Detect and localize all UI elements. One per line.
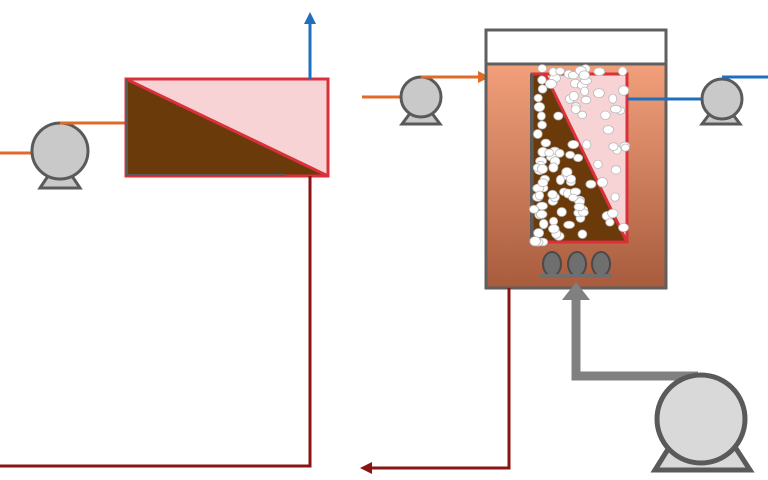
blower-casing [654,372,748,466]
feed-pump-left[interactable] [30,121,90,190]
air-bubble [568,193,578,202]
air-bubble [580,95,592,105]
air-bubble [537,111,546,121]
submerged-membrane-left-edge [530,74,533,242]
feed-pump-right[interactable] [399,75,443,126]
air-diffuser-icon [591,251,611,277]
flow-arrow-icon [562,282,590,300]
air-bubble [593,159,603,169]
air-bubble [533,102,546,113]
air-blower[interactable] [650,372,755,473]
air-bubble [582,139,592,150]
air-header-pipe [540,274,612,278]
air-bubble [620,143,630,152]
air-bubble [548,224,560,234]
air-bubble [553,111,564,121]
air-bubble [602,125,614,135]
air-bubble [618,85,630,96]
air-bubble [547,189,558,199]
air-bubble [544,78,557,89]
air-bubble [608,142,619,151]
concentrate-line-left [0,176,312,468]
air-bubble [573,153,584,162]
air-bubble [577,229,588,239]
air-supply-line [571,300,698,381]
air-bubble [563,220,575,229]
air-bubble [555,174,565,186]
air-bubbles [529,64,631,247]
air-bubble [537,75,547,85]
air-bubble [565,150,575,159]
membrane-surface [125,77,329,178]
air-bubble [578,70,590,80]
air-bubble [568,71,579,80]
air-bubble [537,120,547,130]
pump-casing [399,75,443,119]
air-bubble [536,164,548,174]
membrane-housing-bottom-edge [126,174,286,176]
air-bubble [540,138,552,148]
air-bubble [609,104,622,114]
air-diffuser [540,251,612,278]
submerged-mbr-system [360,28,768,474]
air-diffuser-icon [567,251,587,277]
air-bubble [596,177,608,188]
air-bubble [608,93,618,104]
air-bubble [549,216,559,226]
air-bubble [617,66,628,76]
pump-casing [30,121,90,181]
air-bubble [537,64,547,73]
air-bubble [544,148,555,157]
side-stream-system [0,11,330,468]
air-bubble [618,223,629,233]
air-bubble [532,129,543,139]
air-bubble [568,91,579,102]
air-bubble [577,110,588,120]
air-bubble [555,67,565,76]
air-bubble [556,207,567,217]
air-bubble [570,104,581,114]
air-bubble [534,190,545,201]
air-bubble [537,84,548,94]
air-bubble [573,202,586,212]
air-bubble [529,236,541,247]
air-bubble [605,218,615,227]
air-bubble [539,218,549,230]
membrane-housing-left-edge [126,79,128,176]
air-bubble [567,139,580,149]
air-bubble [607,208,619,219]
air-bubble [529,204,540,214]
sludge-waste-line [360,288,511,474]
air-bubble [536,209,548,219]
pump-casing [700,77,744,121]
air-bubble [533,93,543,103]
air-bubble [548,162,559,173]
air-bubble [554,148,565,158]
air-bubble [610,165,622,175]
air-bubble [593,88,605,98]
air-bubble [580,86,589,97]
tank-headspace [484,28,668,66]
air-bubble [600,110,611,121]
air-bubble [593,67,606,76]
permeate-pump-right[interactable] [699,77,744,126]
crossflow-membrane-module [124,77,330,178]
air-bubble [565,174,577,184]
air-diffuser-icon [542,251,562,277]
air-bubble [537,178,549,188]
air-bubble [610,192,620,202]
air-bubble [585,179,597,189]
